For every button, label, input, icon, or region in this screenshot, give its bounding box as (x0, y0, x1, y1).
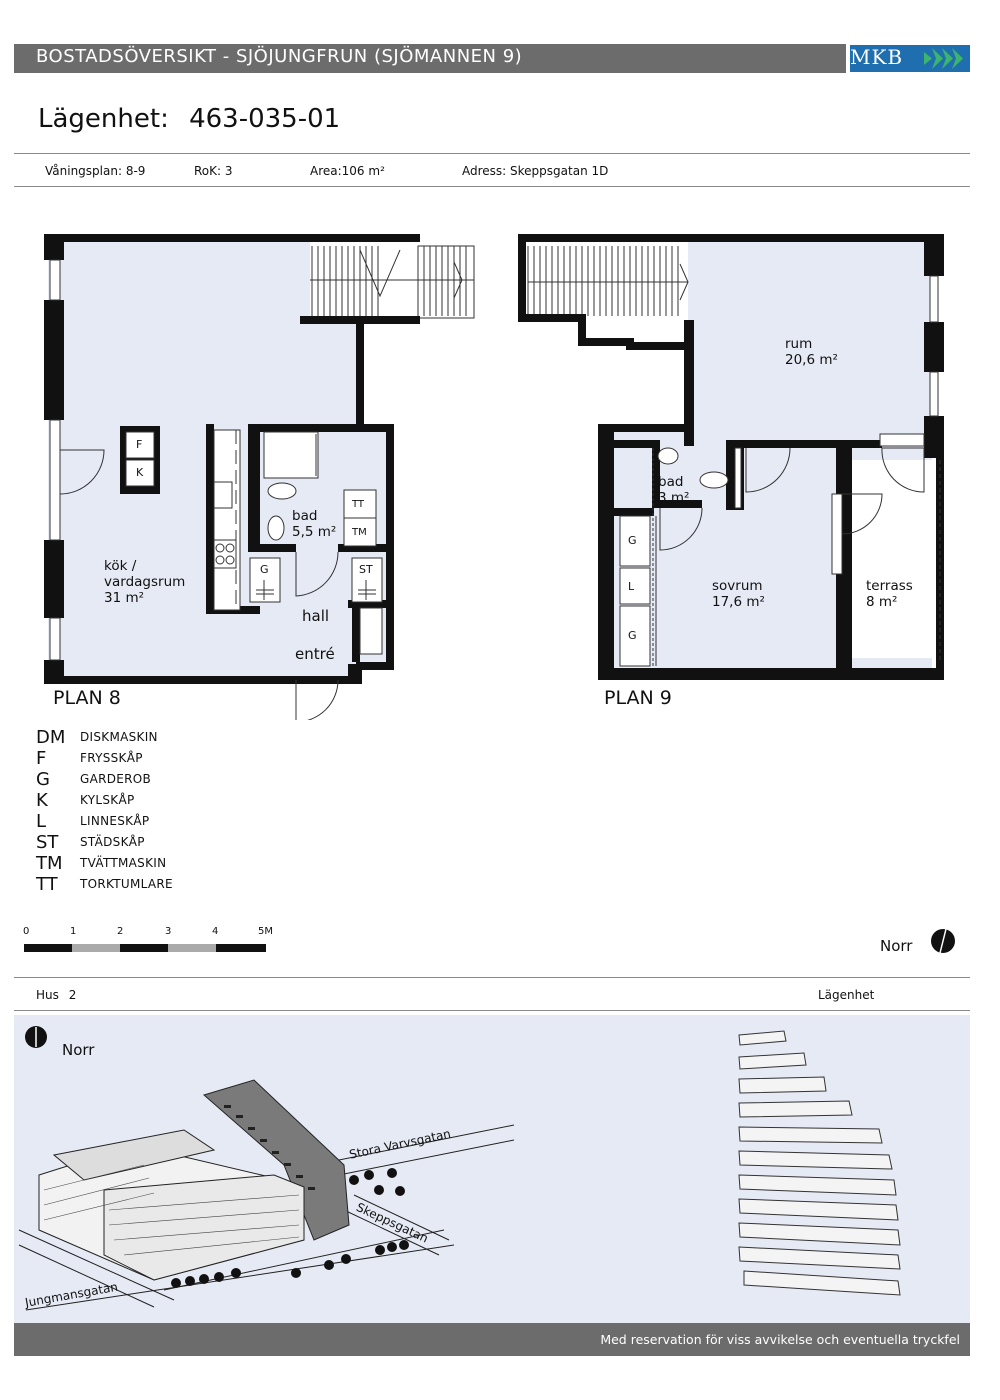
logo-text: MKB (850, 45, 904, 69)
legend-code: G (36, 769, 50, 790)
divider (14, 186, 970, 187)
logo-arrows-icon (924, 48, 963, 69)
fixture-st: ST (359, 563, 373, 576)
legend-row: ST STÄDSKÅP (36, 832, 173, 853)
scale-label: 0 (23, 926, 30, 937)
legend-row: K KYLSKÅP (36, 790, 173, 811)
floor-info: Våningsplan: 8-9 (45, 164, 146, 178)
house-label-text: Hus (36, 988, 59, 1002)
address-info: Adress: Skeppsgatan 1D (462, 164, 609, 178)
legend-desc: STÄDSKÅP (80, 835, 145, 849)
legend-desc: LINNESKÅP (80, 814, 150, 828)
legend-row: DM DISKMASKIN (36, 727, 173, 748)
fixture-g: G (628, 629, 637, 642)
legend-desc: FRYSSKÅP (80, 751, 143, 765)
mkb-logo: MKB (846, 44, 970, 73)
legend-row: F FRYSSKÅP (36, 748, 173, 769)
entry-label: entré (295, 645, 335, 663)
scale-label: 1 (70, 926, 77, 937)
apartment-label: Lägenhet: (38, 104, 169, 134)
scale-bar (24, 944, 266, 952)
legend-code: TM (36, 853, 63, 874)
north-label: Norr (880, 937, 913, 955)
site-map (18, 1026, 901, 1311)
fixture-g: G (260, 563, 269, 576)
header-bar (14, 44, 970, 73)
plan-9-drawing (518, 234, 944, 680)
apartment-number: 463-035-01 (189, 104, 341, 134)
legend-row: L LINNESKÅP (36, 811, 173, 832)
rok-info: RoK: 3 (194, 164, 233, 178)
fixture-f: F (136, 438, 143, 451)
apartment-section-label: Lägenhet (818, 988, 875, 1002)
page-title: BOSTADSÖVERSIKT - SJÖJUNGFRUN (SJÖMANNEN… (36, 46, 523, 67)
legend-code: DM (36, 727, 66, 748)
divider (14, 977, 970, 978)
fixture-tt: TT (352, 499, 365, 510)
legend-desc: KYLSKÅP (80, 793, 135, 807)
north-compass-icon (931, 928, 955, 954)
hall-label: hall (302, 607, 330, 625)
bedroom-label: sovrum 17,6 m² (712, 578, 765, 610)
area-info: Area:106 m² (310, 164, 385, 178)
bath-8-label: bad 5,5 m² (292, 508, 337, 540)
scale-label: 4 (212, 926, 219, 937)
kitchen-living-label: kök / vardagsrum 31 m² (104, 558, 186, 606)
legend-code: F (36, 748, 47, 769)
house-number: 2 (68, 988, 77, 1002)
scale-label: 5M (258, 926, 273, 937)
legend-row: TT TORKTUMLARE (36, 874, 173, 895)
legend-row: G GARDEROB (36, 769, 173, 790)
divider (14, 153, 970, 154)
scale-label: 3 (165, 926, 172, 937)
fixture-l: L (628, 580, 635, 593)
map-north-label: Norr (62, 1041, 95, 1059)
legend-code: ST (36, 832, 59, 853)
plan-8-drawing (44, 234, 475, 720)
legend-desc: GARDEROB (80, 772, 152, 786)
room-label: rum 20,6 m² (785, 336, 838, 368)
fixture-tm: TM (352, 527, 367, 538)
legend-code: L (36, 811, 47, 832)
footer-bar (14, 1323, 970, 1356)
fixture-k: K (136, 466, 144, 479)
bath-9-label: bad 3 m² (658, 474, 690, 506)
plan-8-label: PLAN 8 (53, 687, 121, 709)
legend-code: TT (36, 874, 58, 895)
fixture-g: G (628, 534, 637, 547)
legend-code: K (36, 790, 48, 811)
legend-row: TM TVÄTTMASKIN (36, 853, 173, 874)
footer-disclaimer: Med reservation för viss avvikelse och e… (600, 1332, 960, 1347)
floor-plans (44, 234, 944, 720)
terrace-label: terrass 8 m² (866, 578, 913, 610)
divider (14, 1010, 970, 1011)
legend-desc: TVÄTTMASKIN (80, 856, 167, 870)
legend-desc: TORKTUMLARE (80, 877, 173, 891)
legend-desc: DISKMASKIN (80, 730, 158, 744)
apartment-title: Lägenhet: 463-035-01 (38, 104, 340, 134)
scale-label: 2 (117, 926, 124, 937)
plan-9-label: PLAN 9 (604, 687, 672, 709)
house-label: Hus 2 (36, 988, 76, 1002)
